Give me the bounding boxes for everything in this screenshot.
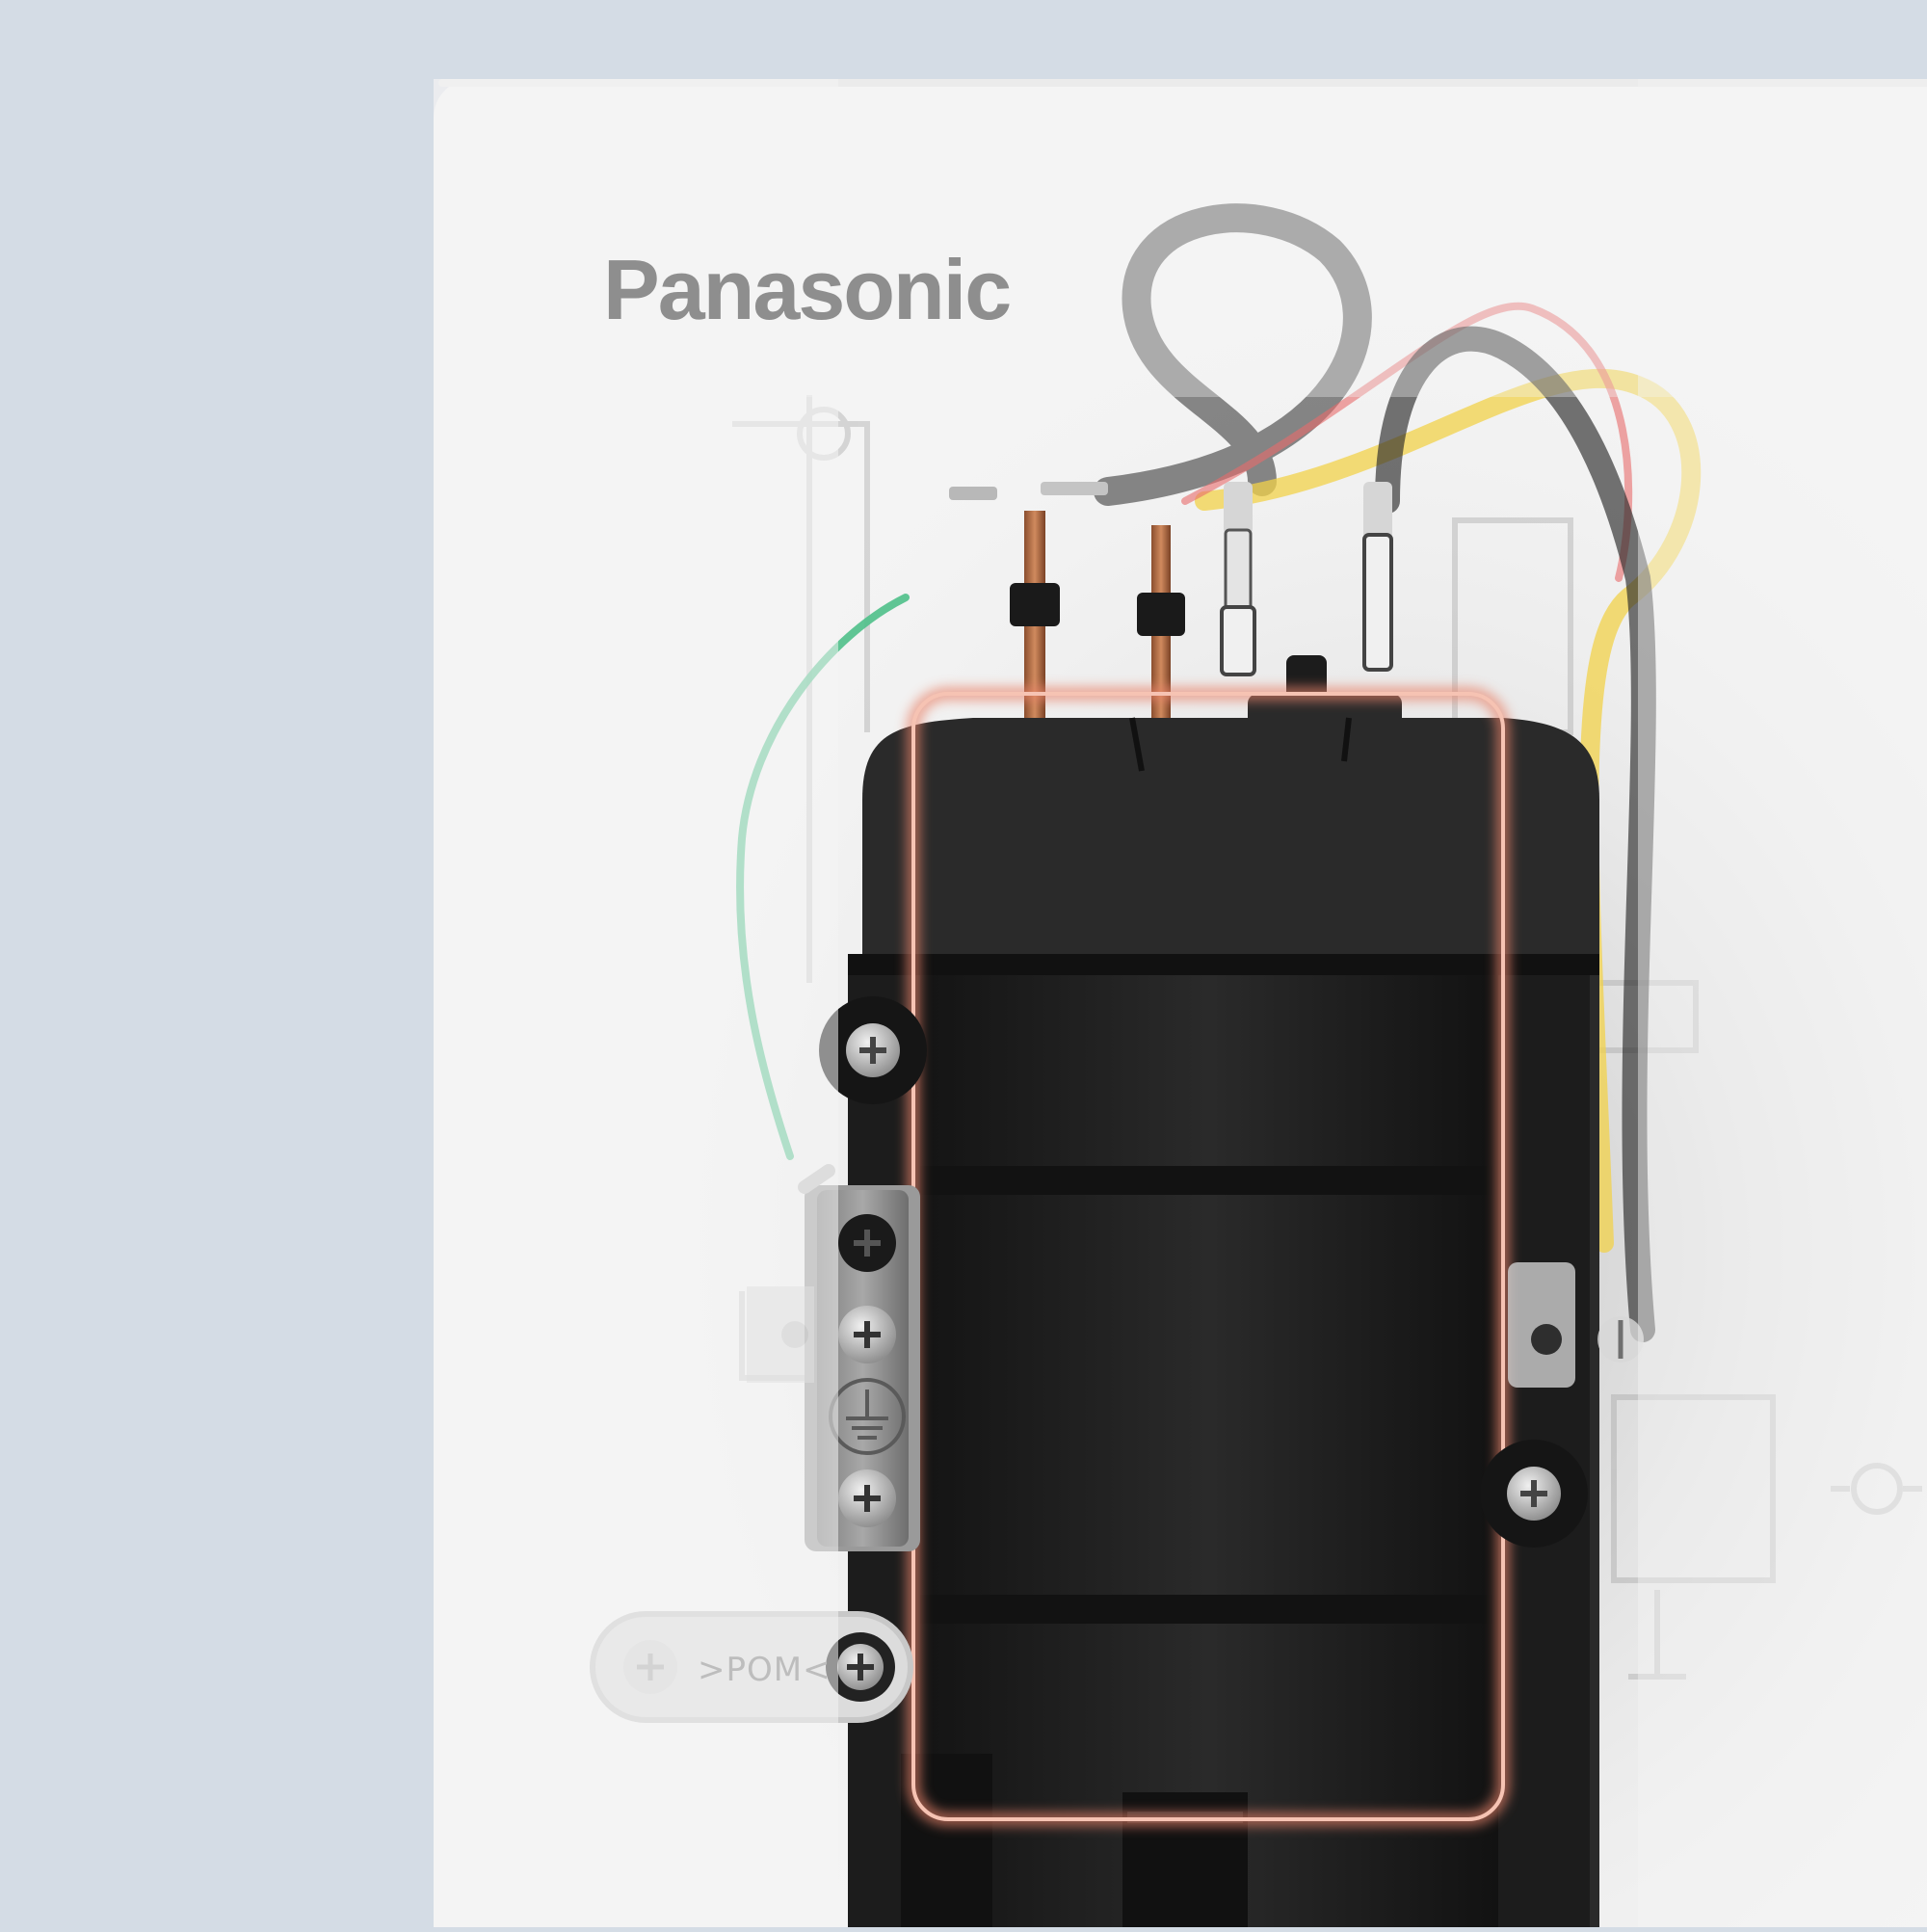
side-bracket-right: [1508, 1262, 1644, 1388]
mounting-screw-right: [1480, 1440, 1588, 1548]
brand-logo: Panasonic: [603, 242, 1012, 337]
clamp-material-marking: >POM<: [698, 1651, 832, 1689]
mounting-screw-left: [819, 996, 927, 1104]
heating-tank: [848, 717, 1599, 1927]
ground-symbol-icon: [846, 1389, 888, 1440]
